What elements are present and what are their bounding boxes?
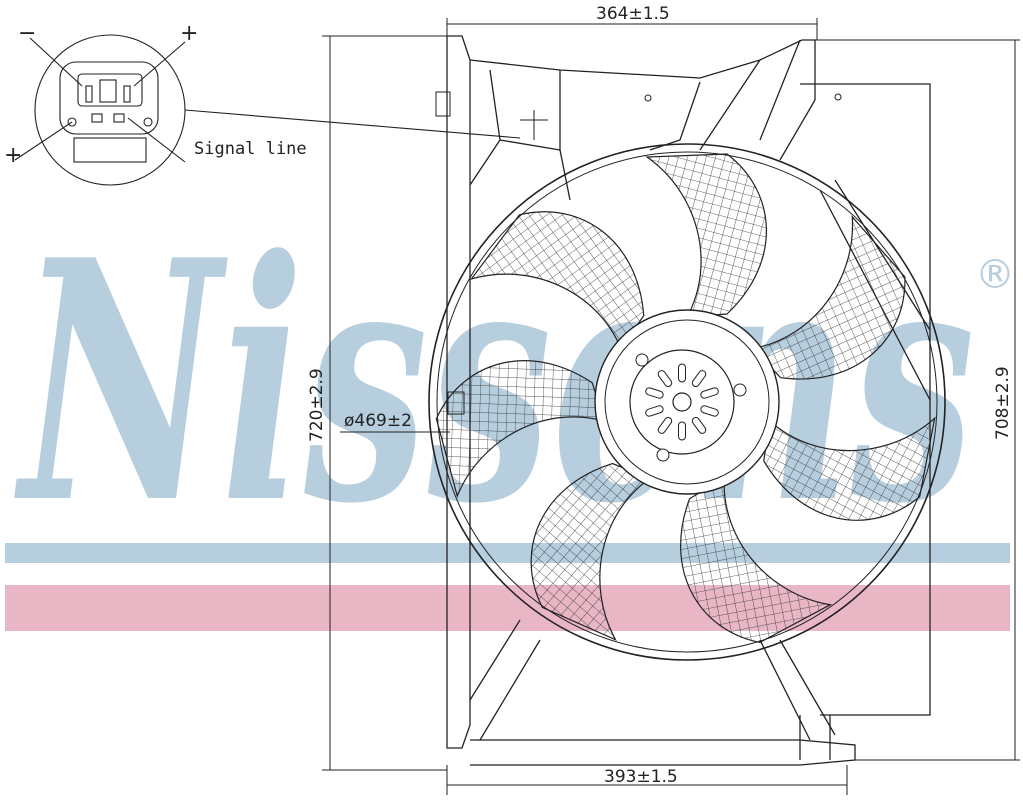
motor-vent-slot — [691, 370, 707, 387]
frame-top-edge — [469, 39, 816, 100]
motor-vent-slot — [645, 405, 664, 417]
hub-rim — [604, 319, 770, 485]
connector-labels: − + + Signal line — [4, 21, 307, 168]
connector-callout-line — [184, 109, 521, 139]
connector-base — [73, 137, 147, 163]
frame-tab — [447, 391, 465, 415]
connector-detail — [14, 34, 521, 186]
registered-mark: ® — [975, 252, 1015, 298]
motor-vent-slot — [700, 387, 719, 399]
dim-left-height: 720±2.9 — [307, 368, 327, 442]
connector-pin — [91, 113, 103, 123]
plus-leader — [133, 41, 186, 87]
right-top-struts — [699, 39, 816, 161]
dim-bottom-width: 393±1.5 — [604, 767, 678, 787]
watermark-pink-stripe — [5, 585, 1010, 631]
connector-terminal — [67, 117, 77, 127]
motor-vent-slot — [678, 421, 686, 441]
fan-blade — [680, 477, 833, 644]
connector-mark — [520, 110, 548, 140]
fan-blade — [751, 214, 906, 380]
connector-housing — [59, 61, 159, 135]
motor-vent-slot — [700, 405, 719, 417]
connector-terminal — [143, 117, 153, 127]
fan-blade — [469, 211, 645, 350]
screw-hole — [644, 94, 652, 102]
connector-mount — [435, 91, 451, 117]
hub-bolt — [656, 448, 670, 462]
motor-vent-slot — [691, 417, 707, 434]
plus-top-label: + — [180, 21, 198, 46]
fan-shroud-ring — [428, 143, 946, 661]
frame-bottom-edge — [470, 739, 856, 766]
dim-top-width: 364±1.5 — [596, 4, 670, 24]
frame-details — [435, 91, 842, 415]
plus-side-leader — [14, 121, 73, 161]
fan-blade — [530, 462, 651, 642]
fan-blades — [435, 153, 936, 644]
connector-face — [77, 73, 143, 107]
inner-ring — [436, 151, 938, 653]
fan-blade — [763, 416, 936, 521]
signal-line-label: Signal line — [194, 139, 307, 159]
dim-right-height: 708±2.9 — [993, 366, 1013, 440]
motor-vent-slot — [678, 363, 686, 383]
watermark-blue-stripe — [5, 543, 1010, 563]
motor-vent-slot — [645, 387, 664, 399]
fan-hub — [594, 309, 780, 495]
connector-latch — [99, 79, 117, 103]
bottom-struts — [469, 619, 836, 741]
motor-vent-slot — [657, 417, 673, 434]
motor-shaft — [672, 392, 692, 412]
minus-label: − — [18, 21, 36, 46]
motor-bracket — [489, 69, 561, 151]
dimension-lines — [322, 18, 1020, 795]
motor-vent-slot — [657, 370, 673, 387]
fan-blade — [435, 360, 606, 498]
frame-left-rail — [446, 35, 471, 749]
connector-pin — [85, 85, 93, 103]
outer-ring — [428, 143, 946, 661]
dimension-texts: 364±1.5 393±1.5 720±2.9 708±2.9 ø469±2 — [307, 4, 1013, 787]
top-strut — [649, 81, 701, 151]
fan-blade — [645, 153, 767, 318]
minus-leader — [29, 37, 83, 87]
screw-hole — [834, 93, 842, 101]
hub-bolt — [635, 353, 649, 367]
connector-pin — [113, 113, 125, 123]
hub-bolt — [733, 383, 747, 397]
connector-pin — [123, 85, 131, 103]
plus-side-label: + — [4, 143, 22, 168]
signal-leader — [127, 117, 186, 163]
dim-fan-diameter: ø469±2 — [344, 411, 412, 431]
motor-vents — [645, 363, 719, 441]
